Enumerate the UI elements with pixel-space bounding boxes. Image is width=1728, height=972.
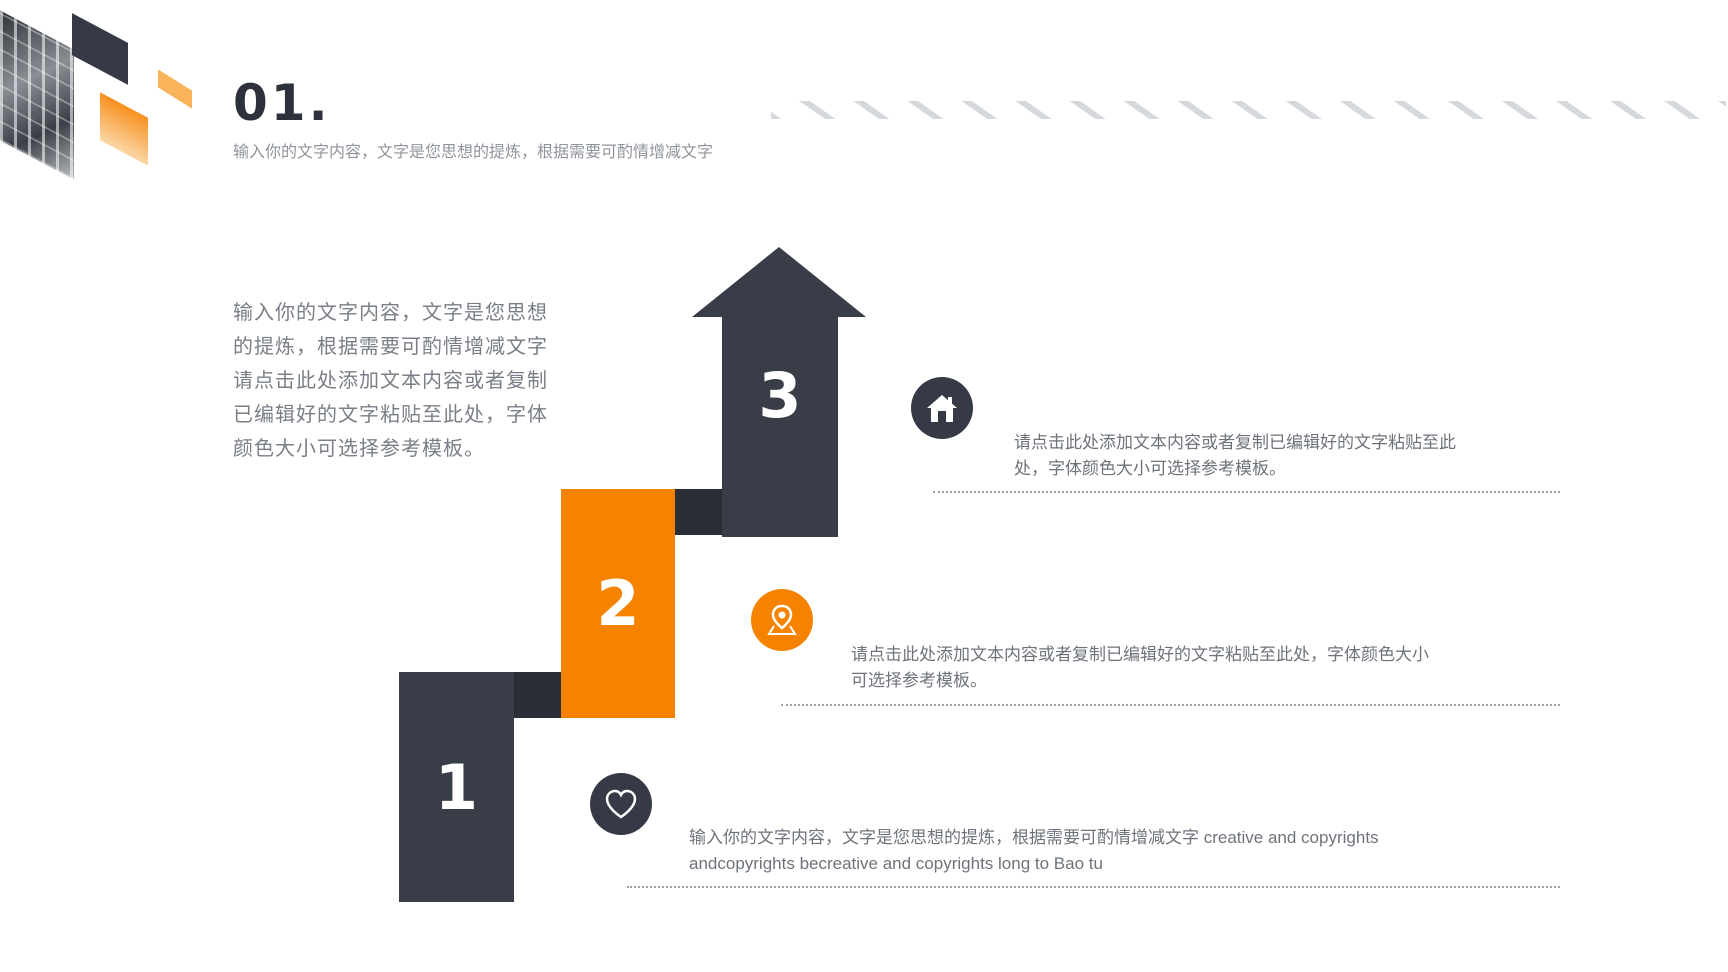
item-home-line-2: 处，字体颜色大小可选择参考模板。	[1014, 459, 1286, 478]
decor-orange-small	[158, 69, 192, 109]
item-location-text: 请点击此处添加文本内容或者复制已编辑好的文字粘贴至此处，字体颜色大小 可选择参考…	[851, 642, 1429, 694]
page-title: 01.	[233, 74, 331, 132]
location-pin-icon	[767, 604, 797, 635]
item-home-line-1: 请点击此处添加文本内容或者复制已编辑好的文字粘贴至此	[1014, 433, 1456, 452]
decor-stripes	[771, 101, 1726, 119]
item-location-line-1: 请点击此处添加文本内容或者复制已编辑好的文字粘贴至此处，字体颜色大小	[851, 645, 1429, 664]
item-location-divider	[781, 704, 1560, 706]
step-1-block: 1	[399, 672, 514, 902]
decor-photo-strip	[0, 10, 74, 180]
step-2-block: 2	[561, 489, 675, 718]
decor-dark-parallelogram	[72, 13, 128, 85]
intro-paragraph: 输入你的文字内容，文字是您思想的提炼，根据需要可酌情增减文字请点击此处添加文本内…	[233, 302, 548, 460]
item-heart-divider	[627, 886, 1560, 888]
item-heart-line-2: andcopyrights becreative and copyrights …	[689, 854, 1103, 873]
home-icon-badge	[911, 377, 973, 439]
item-heart-text: 输入你的文字内容，文字是您思想的提炼，根据需要可酌情增减文字 creative …	[689, 825, 1379, 877]
heart-icon-badge	[590, 773, 652, 835]
item-home-divider	[933, 491, 1560, 493]
step-connector-1	[514, 672, 561, 718]
decor-orange-parallelogram	[100, 92, 148, 166]
page-subtitle: 输入你的文字内容，文字是您思想的提炼，根据需要可酌情增减文字	[233, 144, 714, 161]
item-location-line-2: 可选择参考模板。	[851, 671, 987, 690]
item-home-text: 请点击此处添加文本内容或者复制已编辑好的文字粘贴至此 处，字体颜色大小可选择参考…	[1014, 430, 1456, 482]
step-2-label: 2	[596, 567, 640, 640]
home-icon	[927, 395, 957, 422]
location-icon-badge	[751, 589, 813, 651]
step-connector-2	[675, 489, 722, 535]
heart-icon	[605, 789, 637, 819]
step-1-label: 1	[434, 750, 479, 824]
step-3-arrow	[692, 247, 866, 537]
item-heart-line-1: 输入你的文字内容，文字是您思想的提炼，根据需要可酌情增减文字 creative …	[689, 828, 1379, 847]
step-3-label: 3	[758, 358, 802, 432]
